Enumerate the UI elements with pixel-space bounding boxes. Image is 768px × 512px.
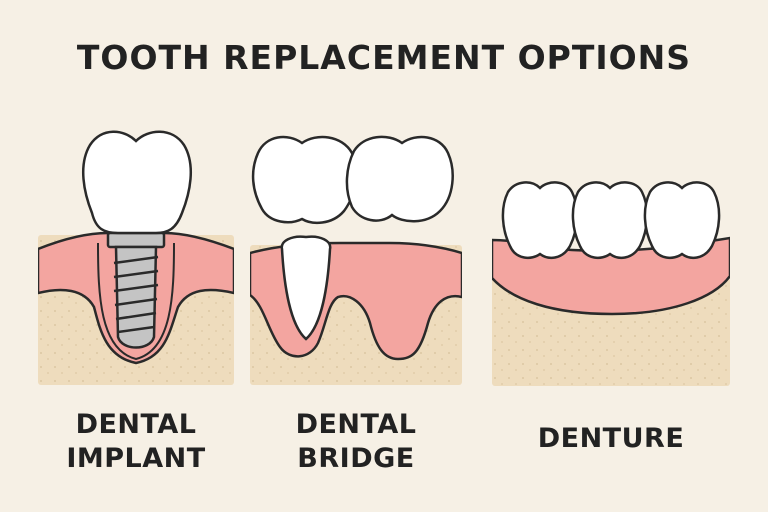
bridge-crown-right (345, 135, 454, 223)
dental-implant-label: DENTAL IMPLANT (66, 409, 206, 474)
abutment-tooth (280, 235, 332, 341)
bridge-crown-left (251, 135, 358, 225)
dental-bridge-illustration (250, 125, 462, 387)
denture-illustration (492, 178, 730, 388)
page-title: TOOTH REPLACEMENT OPTIONS (76, 38, 692, 77)
implant-screw (106, 231, 166, 349)
dental-implant-illustration (38, 125, 234, 387)
denture-label: DENTURE (537, 423, 685, 454)
denture-tooth-1 (501, 181, 579, 260)
denture-tooth-3 (643, 181, 721, 260)
crown-tooth (82, 130, 192, 235)
denture-tooth-2 (571, 181, 649, 260)
dental-bridge-label: DENTAL BRIDGE (295, 409, 417, 474)
